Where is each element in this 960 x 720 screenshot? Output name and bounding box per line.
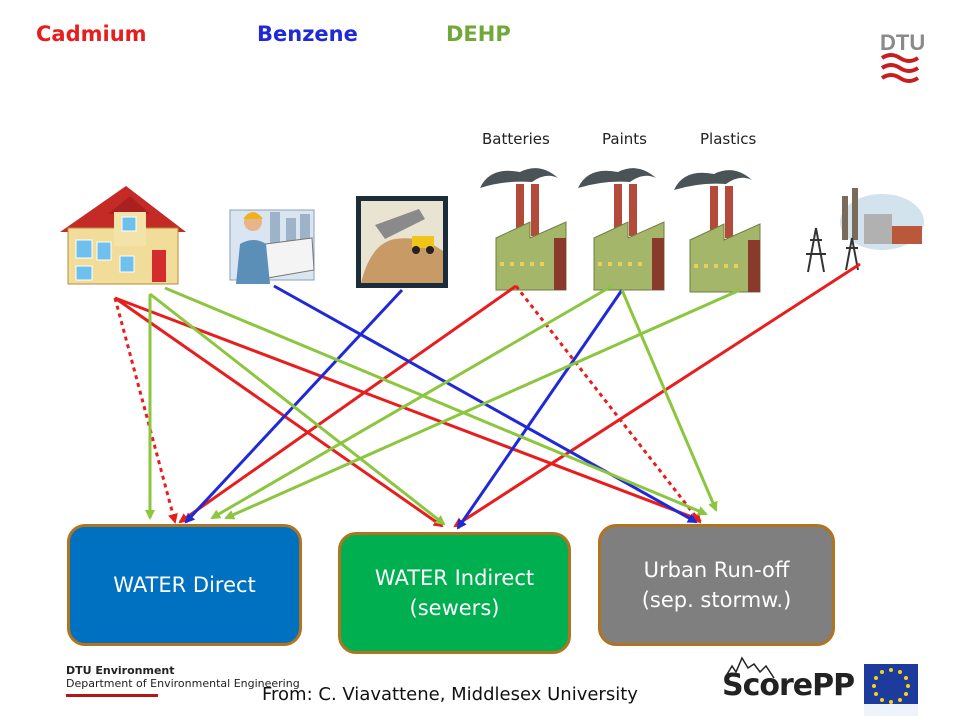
legend-cadmium: Cadmium: [36, 22, 147, 46]
scorepp-logo: ScorePP: [722, 668, 855, 703]
dtu-logo: DTU: [880, 30, 925, 83]
arrow-dehp-plastics-direct: [224, 288, 741, 520]
arrow-dehp-paints-runoff: [620, 289, 718, 512]
target-urban-runoff: Urban Run-off (sep. stormw.): [598, 524, 835, 646]
arrow-dehp-house-runoff: [164, 286, 708, 516]
arrow-cadmium-house-runoff: [114, 296, 702, 522]
target-water-indirect: WATER Indirect (sewers): [338, 532, 571, 654]
dept-name: DTU Environment: [66, 664, 175, 677]
scorepp-logo-skyline: [725, 656, 775, 679]
target-water-direct-label: WATER Direct: [113, 573, 256, 597]
arrow-benzene-paints-indirect: [456, 289, 624, 530]
house-icon: [60, 186, 186, 285]
factory-icon: [578, 168, 665, 291]
arrow-cadmium-batteries-direct: [178, 284, 517, 524]
factory-icon: [480, 168, 567, 291]
label-batteries: Batteries: [482, 130, 550, 148]
target-water-indirect-line2: (sewers): [409, 596, 500, 620]
eu-flag-icon: [864, 664, 918, 716]
citation: From: C. Viavattene, Middlesex Universit…: [262, 684, 638, 705]
target-urban-runoff-line2: (sep. stormw.): [641, 588, 792, 612]
mining-icon: [356, 196, 448, 288]
label-plastics: Plastics: [700, 130, 757, 148]
target-water-indirect-line1: WATER Indirect: [374, 566, 535, 590]
dept-underline: [66, 694, 158, 697]
power-plant-icon: [806, 188, 924, 273]
label-paints: Paints: [602, 130, 647, 148]
target-urban-runoff-line1: Urban Run-off: [643, 558, 790, 582]
dept-full-name: Department of Environmental Engineering: [66, 677, 300, 690]
target-water-direct: WATER Direct: [67, 524, 302, 646]
dtu-environment-logo: DTU Environment Department of Environmen…: [66, 664, 300, 697]
arrow-dehp-paints-direct: [210, 284, 613, 520]
legend-benzene: Benzene: [257, 22, 358, 46]
worker-icon: [229, 209, 315, 284]
arrow-cadmium-house-direct: [113, 297, 178, 524]
factory-icon: [674, 170, 761, 293]
arrow-dehp-house-indirect: [149, 292, 446, 526]
arrow-cadmium-house-indirect: [114, 296, 444, 528]
arrow-cadmium-powerplant-indirect: [453, 262, 861, 528]
legend-dehp: DEHP: [446, 22, 511, 46]
dtu-logo-text: DTU: [880, 30, 925, 55]
